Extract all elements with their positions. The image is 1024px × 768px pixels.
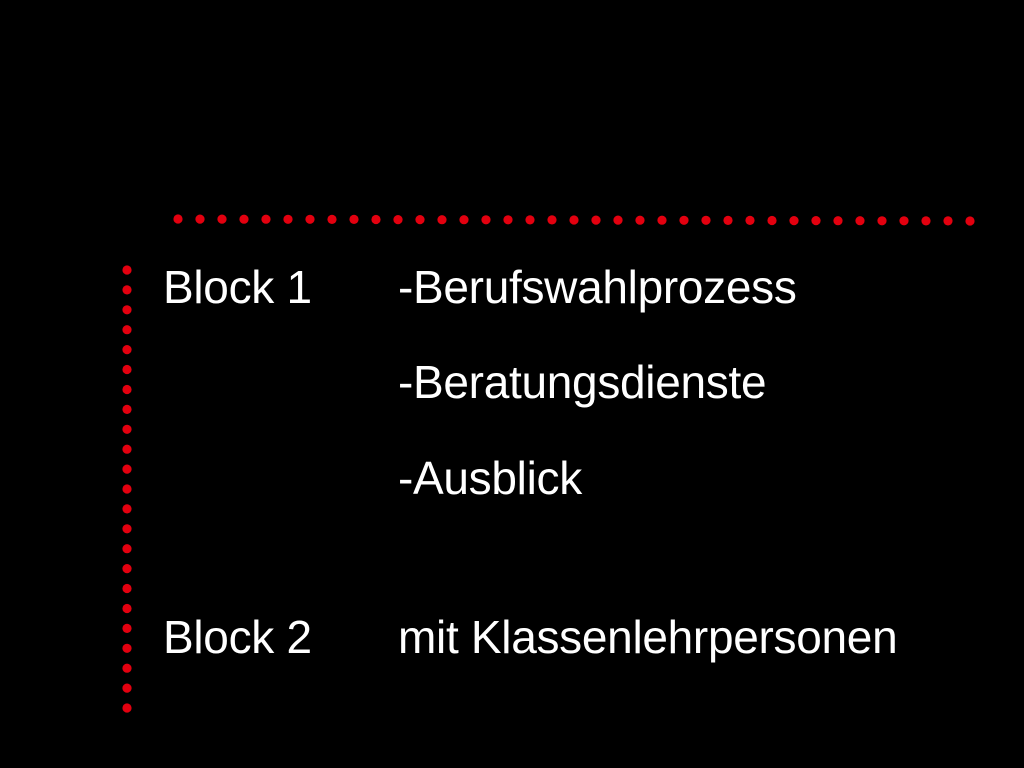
block1-label: Block 1 [163, 261, 312, 313]
red-dot [569, 215, 579, 225]
red-dot [122, 325, 132, 335]
red-dot [635, 215, 645, 225]
red-dot [503, 215, 513, 225]
red-dot [122, 663, 132, 673]
red-dot [122, 364, 132, 375]
red-dot [217, 214, 227, 224]
red-dot [122, 703, 132, 713]
red-dot [122, 265, 132, 275]
red-dot [305, 214, 315, 224]
red-dot [965, 216, 975, 226]
red-dot [195, 214, 205, 224]
red-dot [943, 216, 953, 226]
red-dot [393, 215, 403, 225]
red-dot [173, 214, 183, 224]
red-dot [122, 384, 132, 395]
red-dot [327, 214, 337, 224]
red-dot [679, 215, 689, 225]
top-dotted-line [173, 214, 975, 226]
block2-label: Block 2 [163, 611, 312, 663]
red-dot [122, 583, 132, 594]
red-dot [481, 215, 491, 225]
red-dot [122, 285, 132, 295]
red-dot [833, 216, 843, 226]
red-dot [122, 404, 132, 414]
red-dot [525, 215, 535, 225]
red-dot [239, 214, 249, 224]
red-dot [122, 524, 132, 534]
red-dot [122, 305, 132, 315]
red-dot [899, 216, 909, 226]
red-dot [283, 214, 293, 224]
red-dot [767, 215, 777, 226]
red-dot [789, 216, 799, 226]
red-dot [122, 564, 132, 574]
red-dot [855, 216, 865, 226]
red-dot [122, 444, 132, 454]
red-dot [122, 603, 132, 614]
left-dotted-line [122, 265, 132, 713]
red-dot [811, 216, 821, 226]
red-dot [261, 214, 271, 224]
red-dot [657, 215, 667, 225]
red-dot [591, 215, 601, 225]
red-dot [122, 345, 132, 355]
red-dot [122, 544, 132, 554]
red-dot [122, 643, 132, 653]
block1-item-berufswahlprozess: -Berufswahlprozess [398, 261, 797, 313]
red-dot [437, 215, 447, 225]
red-dot [723, 215, 733, 225]
red-dot [745, 215, 755, 225]
block2-item-klassenlehrpersonen: mit Klassenlehrpersonen [398, 611, 898, 663]
red-dot [122, 424, 132, 434]
red-dot [122, 683, 132, 693]
red-dot [415, 215, 425, 225]
red-dot [459, 215, 469, 225]
red-dot [122, 504, 132, 514]
red-dot [547, 215, 557, 225]
block1-item-beratungsdienste: -Beratungsdienste [398, 356, 767, 408]
red-dot [122, 623, 132, 634]
red-dot [701, 215, 711, 225]
red-dot [122, 464, 132, 474]
red-dot [613, 215, 623, 225]
red-dot [122, 484, 132, 494]
red-dot [371, 214, 381, 225]
red-dot [921, 216, 931, 226]
red-dot [877, 216, 887, 226]
block1-item-ausblick: -Ausblick [398, 452, 582, 504]
red-dot [349, 214, 359, 224]
